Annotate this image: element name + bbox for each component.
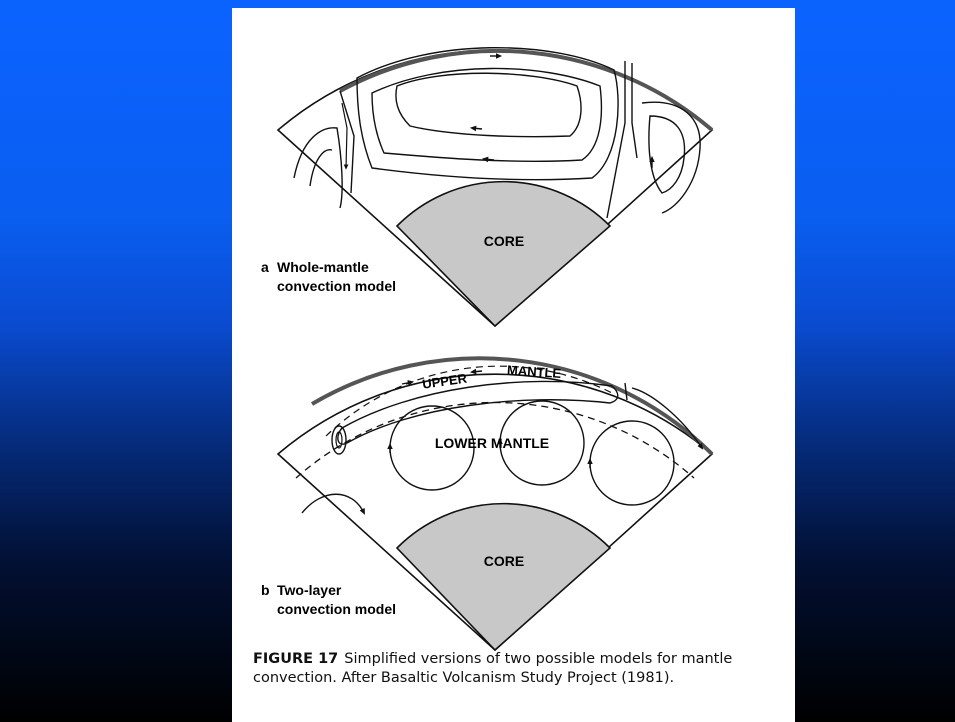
panel-b-lower-cell-3 [590, 421, 674, 505]
panel-b-small-loop [332, 426, 346, 454]
convection-diagram: CORE a Whole-mantle convection model [232, 8, 795, 722]
panel-a-letter: a [261, 259, 269, 275]
panel-b-upper-label-2: MANTLE [507, 362, 562, 381]
panel-a-cell-left [294, 128, 342, 208]
panel-a-cell-inner [396, 73, 581, 136]
panel-a-cell-right [642, 102, 700, 213]
panel-b-title-line2: convection model [277, 601, 396, 617]
panel-b-core-label: CORE [484, 553, 524, 569]
panel-a-title-line2: convection model [277, 278, 396, 294]
panel-a-title-line1: Whole-mantle [277, 259, 369, 275]
panel-a-core [397, 182, 610, 326]
panel-b-lower-label: LOWER MANTLE [435, 435, 549, 451]
panel-b-core [397, 504, 610, 650]
figure-number: FIGURE 17 [253, 651, 338, 667]
panel-a-core-label: CORE [484, 233, 524, 249]
figure-panel: CORE a Whole-mantle convection model [232, 8, 795, 722]
panel-b-title-line1: Two-layer [277, 582, 342, 598]
panel-a-ridge [607, 61, 625, 218]
panel-b-letter: b [261, 582, 270, 598]
